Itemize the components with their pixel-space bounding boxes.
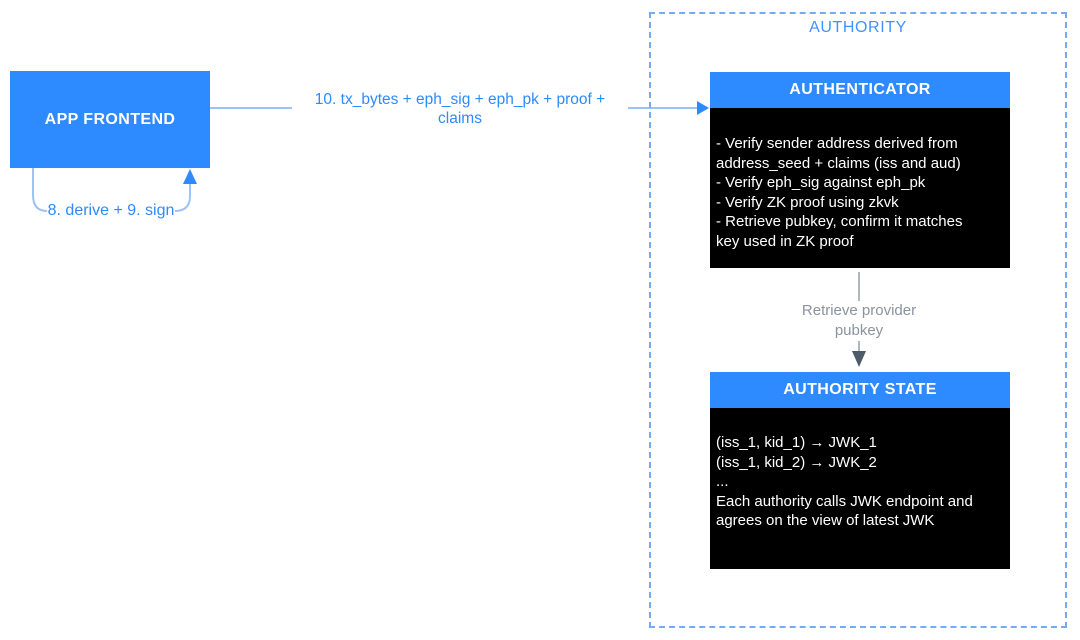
authenticator-body: - Verify sender address derived from add… (710, 108, 1010, 268)
submit-tx-arrowhead-icon (697, 101, 709, 115)
retrieve-pubkey-edge-label: Retrieve provider pubkey (779, 301, 939, 341)
authenticator-node: AUTHENTICATOR - Verify sender address de… (710, 72, 1010, 268)
derive-sign-arrowhead-icon (183, 169, 197, 184)
authority-group: AUTHORITY (649, 12, 1067, 628)
authenticator-title: AUTHENTICATOR (789, 81, 931, 98)
authority-state-node: AUTHORITY STATE (iss_1, kid_1) → JWK_1 (… (710, 372, 1010, 569)
submit-tx-edge-label: 10. tx_bytes + eph_sig + eph_pk + proof … (292, 90, 628, 128)
authenticator-header: AUTHENTICATOR (710, 72, 1010, 108)
derive-sign-loop-line-left (32, 168, 48, 212)
retrieve-pubkey-arrowhead-icon (852, 351, 866, 367)
derive-sign-loop-line-right (174, 184, 191, 212)
authority-group-label: AUTHORITY (809, 19, 907, 36)
authority-state-header: AUTHORITY STATE (710, 372, 1010, 408)
derive-sign-edge-label: 8. derive + 9. sign (47, 202, 175, 219)
authority-state-title: AUTHORITY STATE (783, 381, 937, 398)
authority-state-body: (iss_1, kid_1) → JWK_1 (iss_1, kid_2) → … (710, 408, 1010, 569)
app-frontend-label: APP FRONTEND (44, 110, 176, 128)
app-frontend-node: APP FRONTEND (10, 71, 210, 168)
